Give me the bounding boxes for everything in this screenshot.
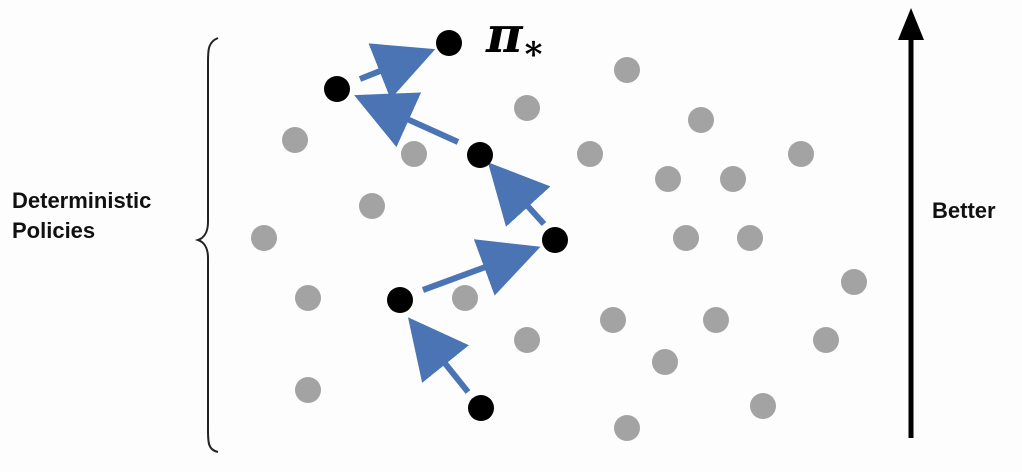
policy-dot — [514, 95, 540, 121]
policy-dot — [600, 307, 626, 333]
sequence-dot — [324, 76, 350, 102]
policy-dot — [652, 349, 678, 375]
better-label: Better — [932, 198, 996, 223]
policy-dot — [841, 269, 867, 295]
policy-dot — [614, 415, 640, 441]
policy-dot — [295, 285, 321, 311]
policy-dot — [788, 141, 814, 167]
improvement-arrow — [407, 317, 471, 394]
improvement-arrow — [487, 162, 551, 227]
curly-brace-icon — [194, 37, 219, 453]
sequence-dot — [468, 395, 494, 421]
policy-dot — [514, 327, 540, 353]
sequence-dot — [387, 287, 413, 313]
policy-dot — [251, 225, 277, 251]
deterministic-policies-label: Deterministic Policies — [12, 186, 151, 246]
policies-label-line2: Policies — [12, 218, 96, 243]
improvement-arrow — [421, 239, 541, 296]
policy-dot — [750, 393, 776, 419]
gray-policy-dots — [251, 57, 867, 441]
policy-dot — [655, 166, 681, 192]
policy-dot — [577, 141, 603, 167]
policy-dot — [401, 141, 427, 167]
pi-subscript: * — [524, 35, 543, 75]
policies-label-line1: Deterministic — [12, 188, 152, 213]
policy-dot — [688, 107, 714, 133]
sequence-dot — [542, 227, 568, 253]
policy-dot — [673, 225, 699, 251]
improvement-arrows — [354, 43, 551, 394]
policy-dot — [720, 166, 746, 192]
optimal-policy-label: π* — [486, 10, 542, 80]
policy-dot — [359, 193, 385, 219]
policy-dot — [282, 127, 308, 153]
policy-dot — [813, 327, 839, 353]
policy-dot — [452, 285, 478, 311]
improvement-arrow — [354, 92, 460, 148]
pi-symbol: π — [486, 5, 523, 64]
policy-dot — [703, 307, 729, 333]
policy-dot — [737, 225, 763, 251]
optimal-policy-dot — [436, 30, 462, 56]
policy-dot — [614, 57, 640, 83]
improvement-arrow — [358, 43, 436, 100]
sequence-dot — [467, 142, 493, 168]
policy-dot — [295, 377, 321, 403]
policy-sequence-dots — [324, 30, 568, 421]
up-arrow-icon — [898, 8, 924, 438]
